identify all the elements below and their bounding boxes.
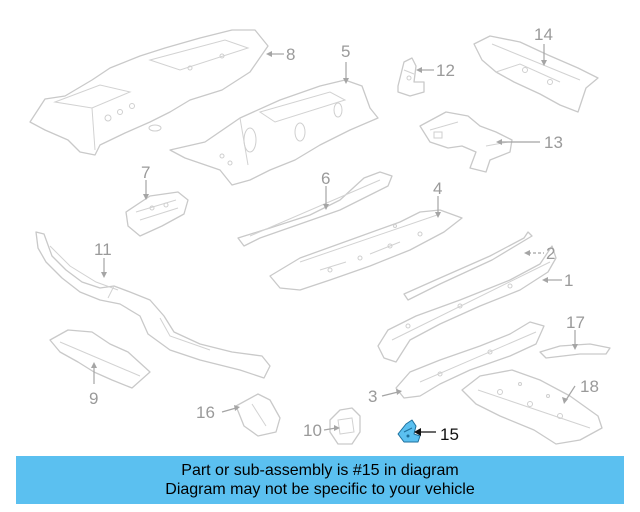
callout-4: 4	[433, 179, 442, 198]
leader-lines	[93, 44, 576, 433]
callout-2: 2	[546, 244, 555, 263]
info-banner: Part or sub-assembly is #15 in diagram D…	[16, 456, 624, 504]
callout-7: 7	[141, 163, 150, 182]
part-15-highlighted[interactable]	[397, 419, 421, 443]
callout-13: 13	[544, 133, 563, 152]
callout-11: 11	[94, 240, 112, 259]
part-1	[377, 245, 557, 363]
part-17	[539, 343, 611, 359]
callout-10: 10	[303, 421, 322, 440]
callout-1: 1	[564, 271, 573, 290]
callout-6: 6	[321, 169, 330, 188]
callout-9: 9	[89, 389, 98, 408]
callout-14: 14	[534, 25, 553, 44]
part-14	[473, 35, 599, 113]
callout-18: 18	[580, 377, 599, 396]
callout-8: 8	[286, 45, 295, 64]
part-7	[125, 191, 189, 237]
part-6	[237, 171, 393, 247]
part-16	[235, 393, 281, 437]
callout-16: 16	[196, 403, 215, 422]
callout-15-highlighted: 15	[440, 425, 459, 444]
part-4	[269, 209, 463, 291]
callout-3: 3	[368, 387, 377, 406]
callout-5: 5	[341, 42, 350, 61]
leader-arrowheads	[91, 51, 578, 436]
callout-17: 17	[566, 313, 585, 332]
part-8	[29, 29, 269, 156]
part-2	[403, 231, 533, 301]
banner-line-1: Part or sub-assembly is #15 in diagram	[181, 462, 459, 479]
part-9	[49, 329, 151, 389]
part-10	[329, 407, 361, 445]
part-3	[395, 321, 545, 399]
part-18	[461, 369, 603, 445]
callout-labels: 8 5 12 14 13 7 6 4 2 1 11 9 3 17 18 16 1…	[89, 25, 599, 444]
part-11	[35, 231, 271, 379]
callout-12: 12	[436, 61, 455, 80]
part-12	[397, 57, 425, 97]
part-5	[169, 79, 379, 186]
parts-diagram: 8 5 12 14 13 7 6 4 2 1 11 9 3 17 18 16 1…	[29, 25, 611, 445]
banner-line-2: Diagram may not be specific to your vehi…	[165, 481, 475, 498]
part-13	[419, 111, 513, 173]
